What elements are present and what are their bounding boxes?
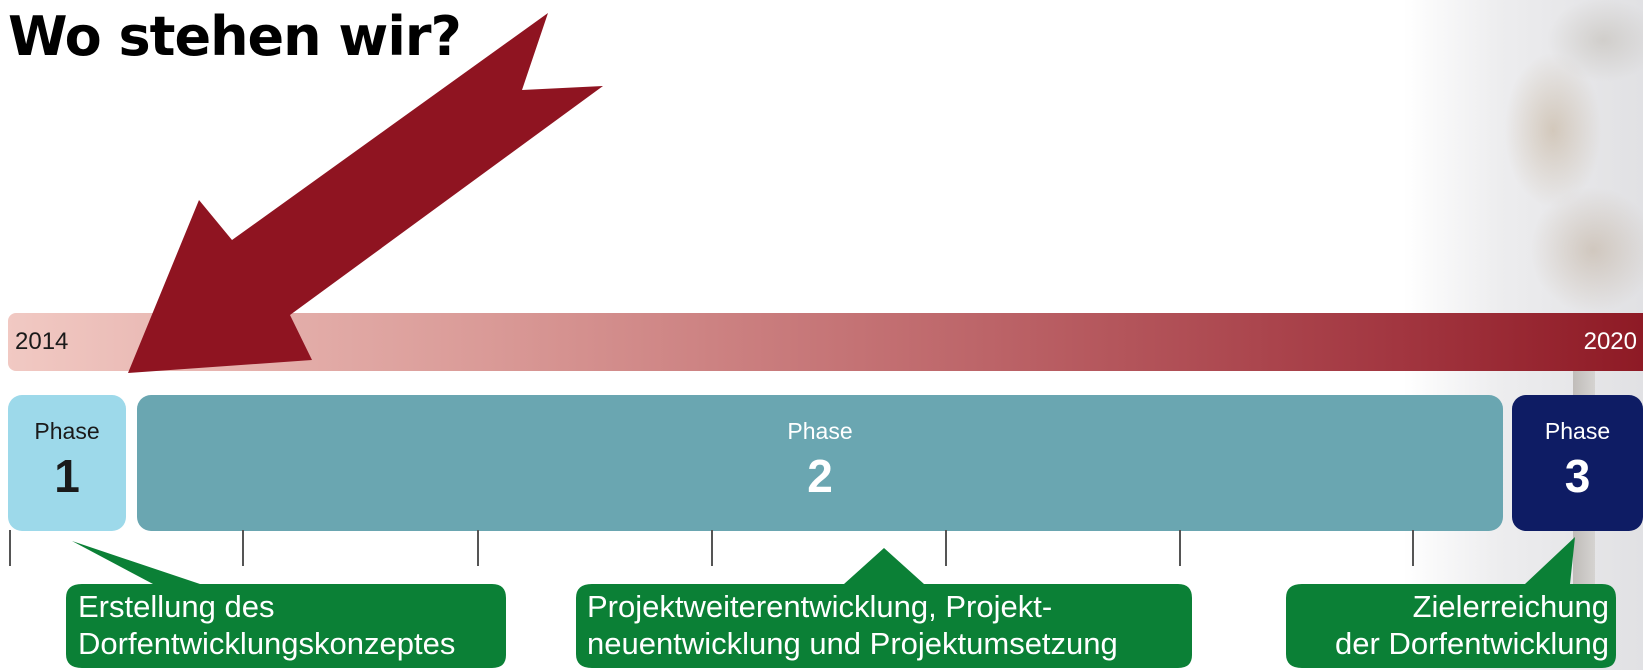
callout-2-line-2: neuentwicklung und Projektumsetzung: [587, 626, 1118, 661]
callout-3-line-1: Zielerreichung: [1412, 589, 1609, 624]
callout-2-bubble: [576, 548, 1192, 668]
phase-2-number: 2: [807, 450, 833, 502]
callout-2-text: Projektweiterentwicklung, Projekt- neuen…: [587, 588, 1118, 662]
callout-1-bubble: [66, 541, 506, 668]
phase-3-label: Phase: [1544, 418, 1611, 444]
timeline-tick: [1179, 530, 1181, 566]
timeline-tick: [945, 530, 947, 566]
timeline-tick: [1412, 530, 1414, 566]
callout-3-line-2: der Dorfentwicklung: [1335, 626, 1609, 661]
phase-1-number: 1: [54, 450, 80, 502]
phase-3-box: Phase 3: [1512, 395, 1643, 531]
callout-3-text: Zielerreichung der Dorfentwicklung: [1335, 588, 1609, 662]
timeline-tick: [711, 530, 713, 566]
timeline-end-year: 2020: [1583, 328, 1637, 355]
timeline-tick: [9, 530, 11, 566]
callout-3-bubble: [1286, 537, 1616, 668]
timeline-tick: [242, 530, 244, 566]
phase-2-label: Phase: [787, 418, 853, 444]
phase-2-box: Phase 2: [137, 395, 1503, 531]
pointer-arrow-icon: [128, 13, 603, 373]
phase-3-number: 3: [1564, 450, 1591, 502]
timeline-start-year: 2014: [15, 328, 69, 355]
callout-1-line-2: Dorfentwicklungskonzeptes: [78, 626, 456, 661]
phase-1-box: Phase 1: [8, 395, 126, 531]
phase-1-label: Phase: [34, 418, 100, 444]
timeline-tick: [477, 530, 479, 566]
callout-1-text: Erstellung des Dorfentwicklungskonzeptes: [78, 588, 455, 662]
page-title: Wo stehen wir?: [8, 5, 462, 68]
callout-1-line-1: Erstellung des: [78, 589, 275, 624]
callout-2-line-1: Projektweiterentwicklung, Projekt-: [587, 589, 1053, 624]
